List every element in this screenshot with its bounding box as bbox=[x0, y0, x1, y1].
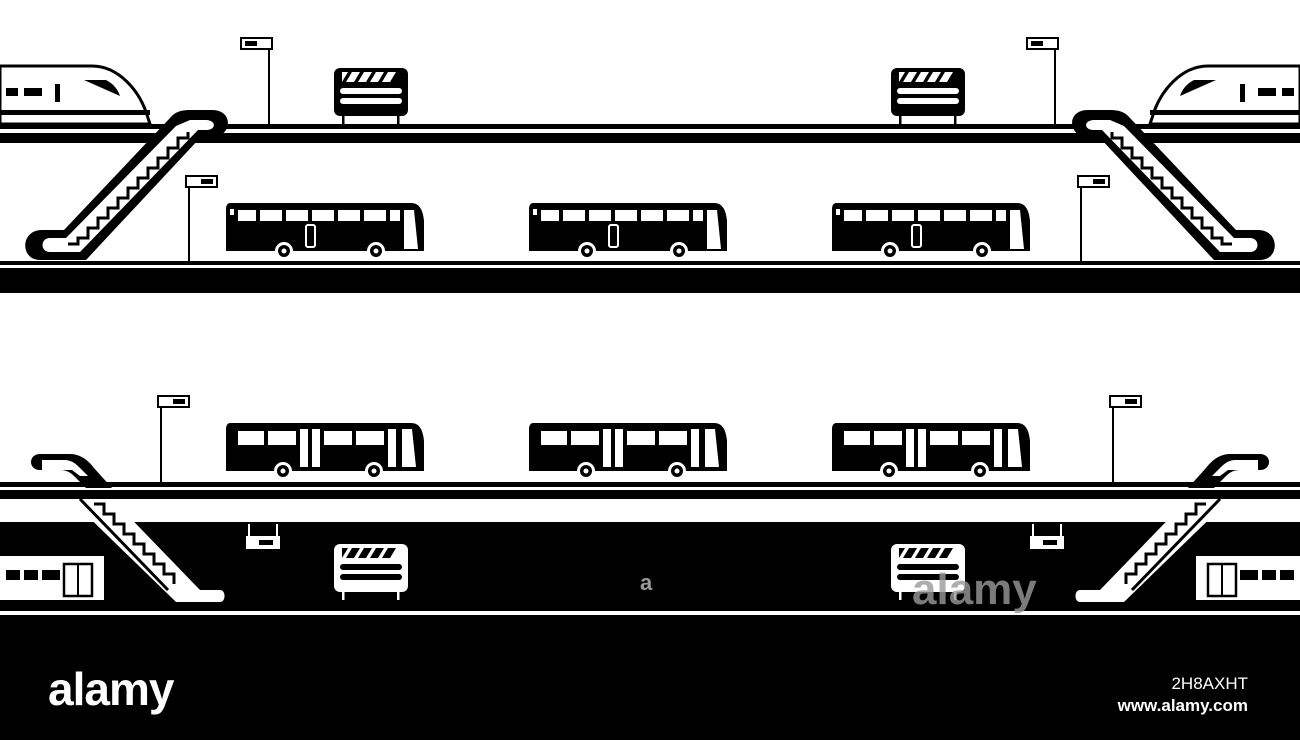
sign-post-icon bbox=[1026, 37, 1059, 127]
escalator-icon bbox=[31, 454, 225, 602]
metro-tunnel bbox=[0, 522, 1300, 650]
bus-icon bbox=[225, 202, 425, 261]
image-id-label: 2H8AXHT bbox=[1171, 674, 1248, 693]
sign-post-icon bbox=[240, 37, 273, 127]
sign-post-icon bbox=[1109, 395, 1142, 485]
upper-road-line bbox=[0, 261, 1300, 265]
brand-logo: alamy bbox=[48, 663, 174, 715]
bench-icon bbox=[334, 68, 408, 124]
sign-post-icon bbox=[157, 395, 190, 485]
bus-icon bbox=[528, 202, 728, 261]
metro-platform-edge bbox=[0, 611, 1300, 615]
bench-icon bbox=[334, 544, 408, 600]
lower-road-deck bbox=[0, 482, 1300, 487]
upper-platform-base bbox=[0, 133, 1300, 143]
bench-icon bbox=[891, 68, 965, 124]
watermark-logo: alamy bbox=[912, 565, 1037, 614]
bus-icon bbox=[226, 423, 424, 480]
metro-train-icon bbox=[1196, 556, 1300, 600]
bus-icon bbox=[832, 423, 1030, 480]
bus-icon bbox=[529, 423, 727, 480]
high-speed-train-icon bbox=[1147, 64, 1300, 126]
site-url-link[interactable]: www.alamy.com bbox=[1117, 696, 1248, 715]
sign-post-icon bbox=[185, 175, 218, 265]
upper-platform-deck bbox=[0, 124, 1300, 129]
bus-icon bbox=[831, 202, 1031, 261]
sign-post-icon bbox=[1077, 175, 1110, 265]
footer-bar bbox=[0, 650, 1300, 740]
metro-train-icon bbox=[0, 556, 104, 600]
escalator-icon bbox=[1075, 454, 1269, 602]
watermark-mark: a bbox=[640, 570, 653, 595]
high-speed-train-icon bbox=[0, 64, 153, 126]
transport-hub-illustration: a alamy bbox=[0, 37, 1300, 650]
upper-road-base bbox=[0, 268, 1300, 293]
lower-road-base bbox=[0, 490, 1300, 499]
